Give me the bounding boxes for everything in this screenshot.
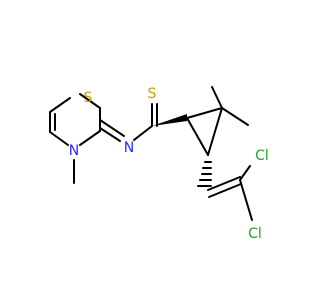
bond-s-c2 [79, 93, 101, 109]
bond-c-cl-top [239, 165, 251, 181]
bond-c2-n-imine [99, 119, 125, 137]
bond-c2-c3 [207, 107, 223, 156]
atom-sulfur-thio: S [148, 86, 157, 102]
molecule-structure: S S N N Cl Cl [49, 86, 269, 242]
bond-c-cl-bottom [239, 179, 253, 221]
hashed-bond-c3 [197, 161, 212, 187]
bond-methyl-1 [211, 86, 223, 109]
atom-sulfur-ring: S [84, 90, 93, 106]
bond-c4-n3 [49, 131, 69, 146]
bond-c1-c2 [186, 107, 223, 119]
bond-n3-c2 [79, 130, 101, 146]
bond-c1-c3 [186, 117, 209, 156]
molecule-structure-canvas: S S N N Cl Cl [49, 86, 269, 242]
atom-chlorine-top: Cl [255, 148, 269, 164]
atom-chlorine-bottom: Cl [248, 226, 262, 242]
bond-c2-n-imine-double [99, 127, 121, 142]
bond-methyl-2 [221, 107, 249, 126]
bond-n-c-thio [133, 125, 153, 141]
atom-nitrogen-ring: N [69, 143, 79, 159]
bond-vinyl-double [208, 183, 242, 198]
bond-s-c5 [49, 97, 71, 113]
atom-nitrogen-imine: N [124, 140, 134, 156]
wedge-bond-c1 [152, 114, 187, 126]
bond-vinyl [207, 176, 241, 191]
